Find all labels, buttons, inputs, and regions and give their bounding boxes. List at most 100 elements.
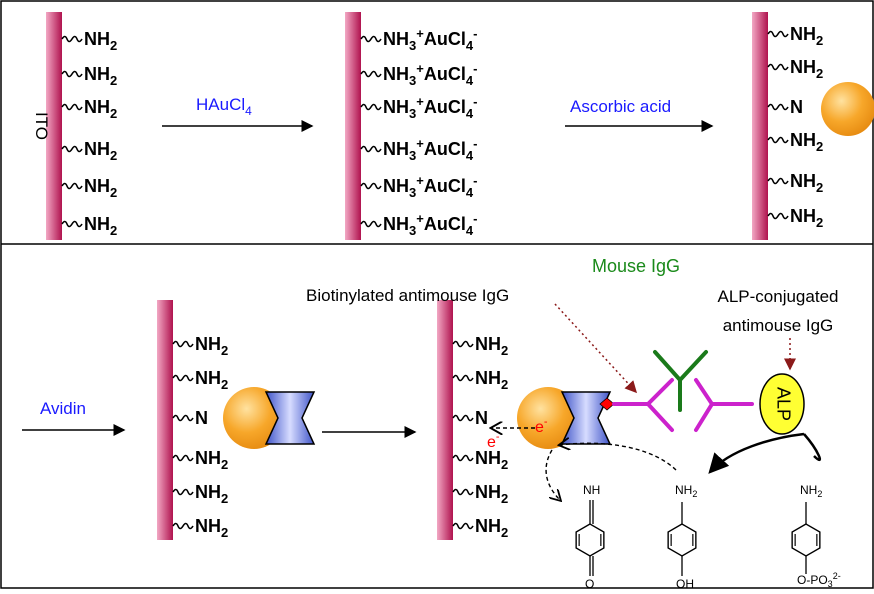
gold-complex-group-5: NH3+AuCl4- (383, 173, 477, 200)
amine-group-p1-4: NH2 (84, 139, 117, 163)
gold-complex-group-4-linker (360, 145, 382, 153)
amine-group-p5-1: NH2 (475, 334, 508, 358)
amine-group-p3-1: NH2 (790, 24, 823, 48)
quinone-formation-arrow (545, 449, 560, 500)
amine-group-p3-4-linker (767, 177, 789, 185)
amine-group-p4-4-linker (172, 488, 194, 496)
step1-reagent-label: HAuCl4 (196, 95, 252, 118)
gold-complex-group-1: NH3+AuCl4- (383, 26, 477, 53)
svg-text:O: O (585, 577, 594, 589)
avidin-p4 (264, 391, 316, 445)
svg-text:O-PO32-: O-PO32- (797, 571, 841, 589)
bound-nitrogen-p5: N (475, 408, 488, 428)
svg-text:OH: OH (676, 577, 694, 589)
electrode-panel-3 (752, 12, 768, 240)
electrode-panel-1 (46, 12, 62, 240)
amine-group-p3-2-linker (767, 63, 789, 71)
gold-complex-group-6-linker (360, 220, 382, 228)
amine-group-p4-5: NH2 (195, 516, 228, 540)
alp-antibody-label-line1: ALP-conjugated (718, 287, 839, 306)
bound-nitrogen-p4: N (195, 408, 208, 428)
biotin-tag (599, 397, 615, 411)
quinone-imine-molecule: NH O (583, 483, 600, 591)
aminophenol-molecule: NH2 OH (675, 483, 697, 591)
aminophenyl-phosphate-molecule: NH2 O-PO32- (797, 483, 841, 589)
gold-complex-group-2-linker (360, 70, 382, 78)
amine-group-p1-1: NH2 (84, 29, 117, 53)
amine-group-p1-3-linker (61, 103, 83, 111)
step3-reagent-label: Avidin (40, 399, 86, 418)
gold-nanoparticle-p5 (517, 387, 579, 449)
amine-group-p4-4: NH2 (195, 482, 228, 506)
aminophenol-ring (667, 523, 697, 557)
biotinylated-antibody-label: Biotinylated antimouse IgG (306, 286, 509, 305)
amine-group-p4-3: NH2 (195, 448, 228, 472)
gold-complex-group-1-linker (360, 35, 382, 43)
amine-group-p1-6: NH2 (84, 214, 117, 238)
amine-group-p3-5-linker (767, 212, 789, 220)
svg-text:NH2: NH2 (800, 483, 822, 499)
gold-complex-group-4: NH3+AuCl4- (383, 136, 477, 163)
aminophenyl-phosphate-ring (791, 523, 821, 557)
amine-group-p4-1-linker (172, 340, 194, 348)
alp-conjugated-antibody (694, 378, 754, 432)
step2-reagent-label: Ascorbic acid (570, 97, 671, 116)
biotinylated-antibody (612, 378, 674, 432)
amine-group-p5-2: NH2 (475, 368, 508, 392)
gold-complex-group-3-linker (360, 103, 382, 111)
bound-nitrogen-p4-linker (172, 414, 194, 422)
electron-label-gold: e- (535, 416, 548, 436)
electron-label-electrode: e- (487, 431, 500, 451)
electrode-panel-4 (157, 300, 173, 540)
ito-label: ITO (32, 112, 51, 140)
amine-group-p5-1-linker (452, 340, 474, 348)
amine-group-p1-2-linker (61, 70, 83, 78)
dynamic-layer: NH2NH2NH2NH2NH2NH2NH3+AuCl4-NH3+AuCl4-NH… (22, 12, 874, 576)
alp-antibody-label-line2: antimouse IgG (723, 316, 834, 335)
amine-group-p4-3-linker (172, 454, 194, 462)
amine-group-p3-4: NH2 (790, 171, 823, 195)
electrode-panel-5 (437, 300, 453, 540)
amine-group-p1-3: NH2 (84, 97, 117, 121)
alp-enzyme-label: ALP (773, 387, 793, 421)
amine-group-p5-5: NH2 (475, 516, 508, 540)
amine-group-p3-1-linker (767, 30, 789, 38)
amine-group-p5-3: NH2 (475, 448, 508, 472)
bound-nitrogen-p5-linker (452, 414, 474, 422)
amine-group-p4-2-linker (172, 374, 194, 382)
amine-group-p3-3: NH2 (790, 130, 823, 154)
alp-enzyme (759, 373, 805, 435)
amine-group-p1-1-linker (61, 35, 83, 43)
amine-group-p4-2: NH2 (195, 368, 228, 392)
amine-group-p3-5: NH2 (790, 206, 823, 230)
oxidation-arrow (560, 443, 677, 471)
bound-nitrogen-p3-linker (767, 103, 789, 111)
gold-nanoparticle-p3 (821, 82, 874, 136)
amine-group-p5-5-linker (452, 522, 474, 530)
amine-group-p5-3-linker (452, 454, 474, 462)
svg-text:NH2: NH2 (675, 483, 697, 499)
mouse-igg-label: Mouse IgG (592, 256, 680, 276)
quinone-imine-ring (575, 523, 605, 557)
svg-text:NH: NH (583, 483, 600, 497)
amine-group-p1-5-linker (61, 182, 83, 190)
gold-nanoparticle-p4 (223, 387, 285, 449)
amine-group-p1-2: NH2 (84, 64, 117, 88)
mouse-igg-antibody (653, 350, 708, 412)
amine-group-p3-3-linker (767, 136, 789, 144)
biotinylated-pointer-arrow (554, 303, 638, 394)
amine-group-p5-4-linker (452, 488, 474, 496)
amine-group-p1-4-linker (61, 145, 83, 153)
amine-group-p4-1: NH2 (195, 334, 228, 358)
hydrolysis-arrow (710, 432, 822, 472)
amine-group-p5-4: NH2 (475, 482, 508, 506)
gold-complex-group-3: NH3+AuCl4- (383, 94, 477, 121)
amine-group-p5-2-linker (452, 374, 474, 382)
amine-group-p4-5-linker (172, 522, 194, 530)
gold-complex-group-2: NH3+AuCl4- (383, 61, 477, 88)
electrode-panel-2 (345, 12, 361, 240)
amine-group-p1-5: NH2 (84, 176, 117, 200)
